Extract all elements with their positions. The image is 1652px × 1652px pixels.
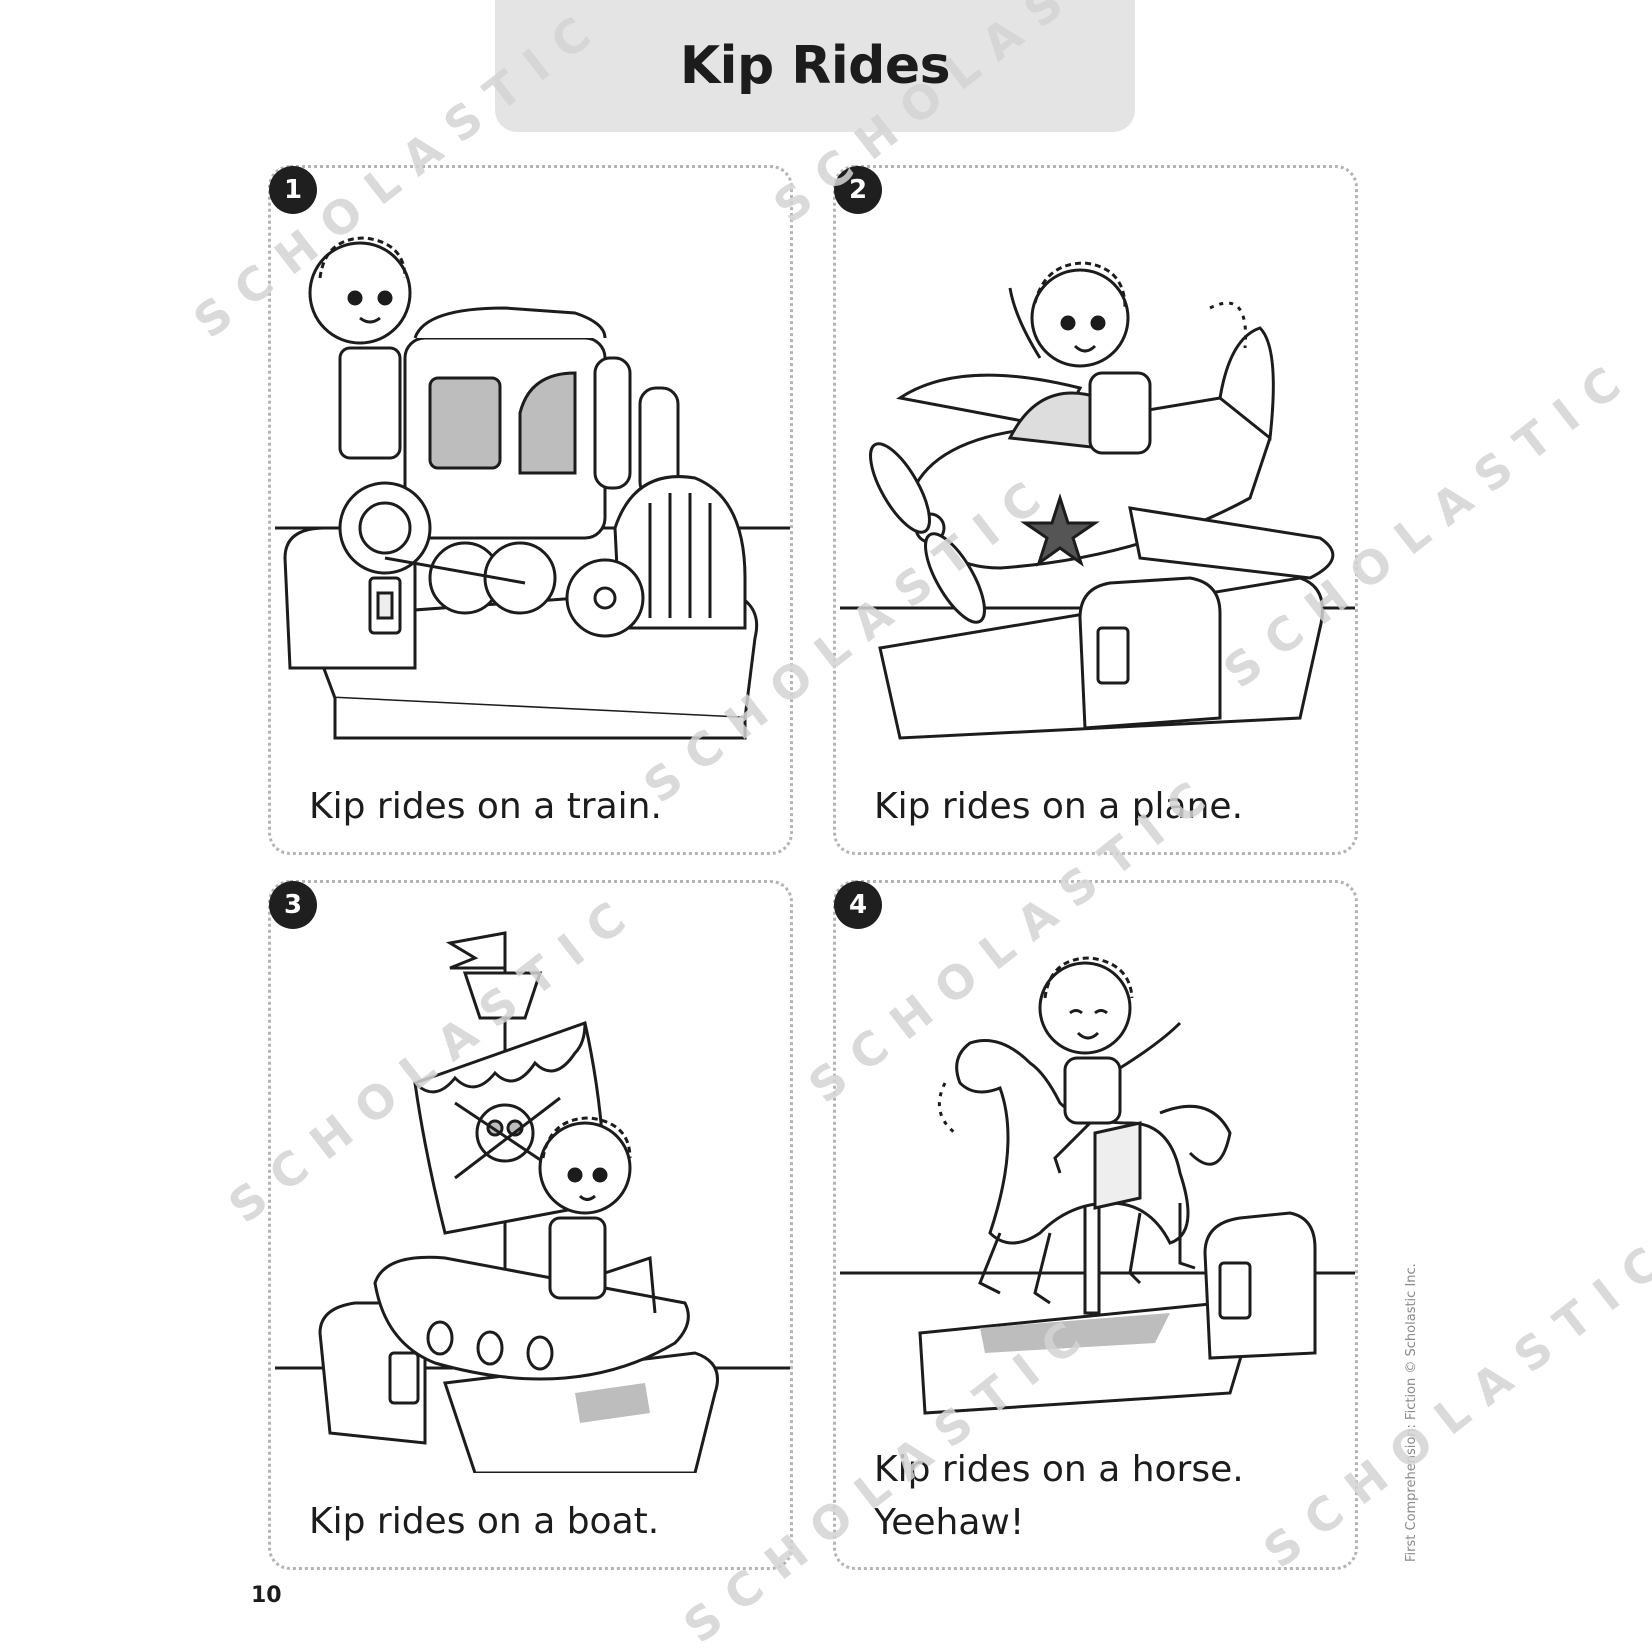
page-title: Kip Rides (679, 36, 951, 96)
panel-4: 4 Kip rides on a horse. Yeehaw! (833, 880, 1358, 1570)
panel-caption: Kip rides on a boat. (309, 1501, 660, 1542)
train-ride-illustration (275, 236, 790, 740)
panel-3: 3 Kip rides on a boat. (268, 880, 793, 1570)
panel-caption-line-1: Kip rides on a horse. (874, 1449, 1244, 1490)
plane-ride-illustration (840, 261, 1355, 740)
panel-number-badge: 2 (834, 166, 882, 214)
panel-2: 2 Kip rides on a plane. (833, 165, 1358, 855)
copyright-notice: First Comprehension: Fiction © Scholasti… (1404, 1263, 1419, 1562)
panel-number-badge: 4 (834, 881, 882, 929)
page-number: 10 (251, 1583, 282, 1608)
horse-ride-illustration (840, 956, 1355, 1415)
boat-ride-illustration (275, 931, 790, 1473)
panel-caption-line-2: Yeehaw! (874, 1502, 1025, 1543)
panel-number-badge: 1 (269, 166, 317, 214)
title-banner: Kip Rides (495, 0, 1135, 132)
panel-caption: Kip rides on a plane. (874, 786, 1244, 827)
panel-caption: Kip rides on a train. (309, 786, 662, 827)
panel-1: 1 Kip rides on a (268, 165, 793, 855)
panel-number-badge: 3 (269, 881, 317, 929)
panel-caption: Kip rides on a horse. Yeehaw! (874, 1443, 1244, 1549)
